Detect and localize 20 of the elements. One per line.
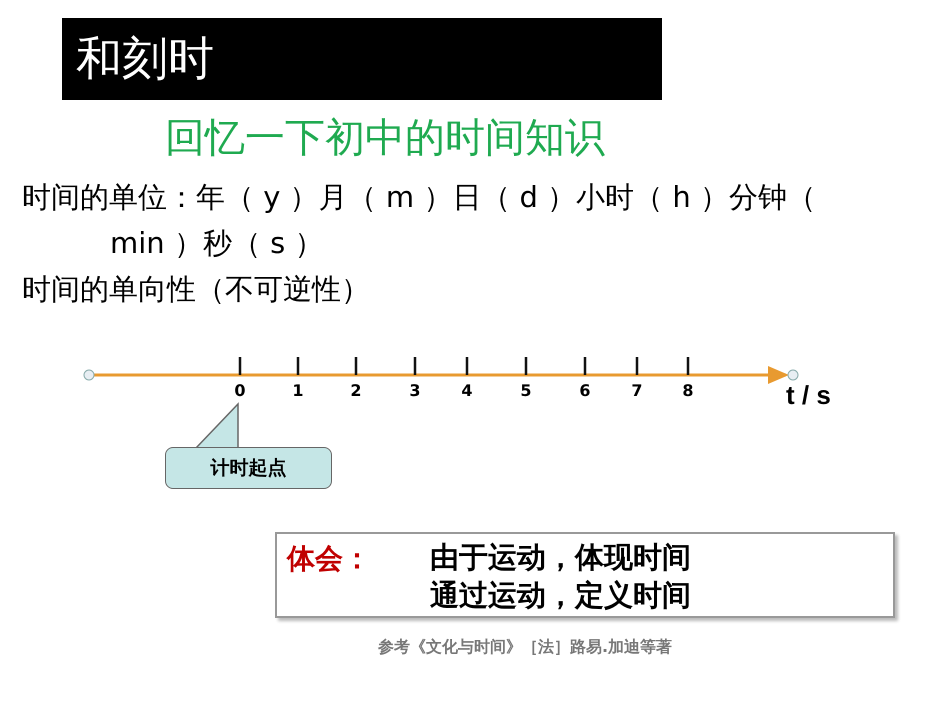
axis-unit-label: t / s bbox=[786, 380, 831, 411]
bullet-text: 时间的单向性（不可逆性） bbox=[22, 271, 370, 308]
conclusion-text: 通过运动，定义时间 bbox=[430, 577, 691, 614]
tick-label: 3 bbox=[408, 381, 422, 400]
callout-text: 计时起点 bbox=[210, 456, 286, 481]
tick-label: 4 bbox=[460, 381, 474, 400]
tick-label: 7 bbox=[630, 381, 644, 400]
conclusion-text: 由于运动，体现时间 bbox=[430, 539, 691, 576]
tick-label: 8 bbox=[681, 381, 695, 400]
citation-note: 参考《文化与时间》［法］路易.加迪等著 bbox=[378, 637, 672, 658]
conclusion-heading: 体会： bbox=[287, 541, 371, 577]
slide-title: 和刻时 bbox=[76, 30, 214, 87]
tick-label: 2 bbox=[349, 381, 363, 400]
subtitle: 回忆一下初中的时间知识 bbox=[165, 114, 605, 163]
conclusion-box bbox=[275, 532, 895, 618]
tick-label: 5 bbox=[519, 381, 533, 400]
tick-label: 0 bbox=[233, 381, 247, 400]
tick-label: 1 bbox=[291, 381, 305, 400]
tick-label: 6 bbox=[578, 381, 592, 400]
bullet-text: 时间的单位：年（ y ）月（ m ）日（ d ）小时（ h ）分钟（ min ）秒（ s ） bbox=[22, 179, 817, 262]
